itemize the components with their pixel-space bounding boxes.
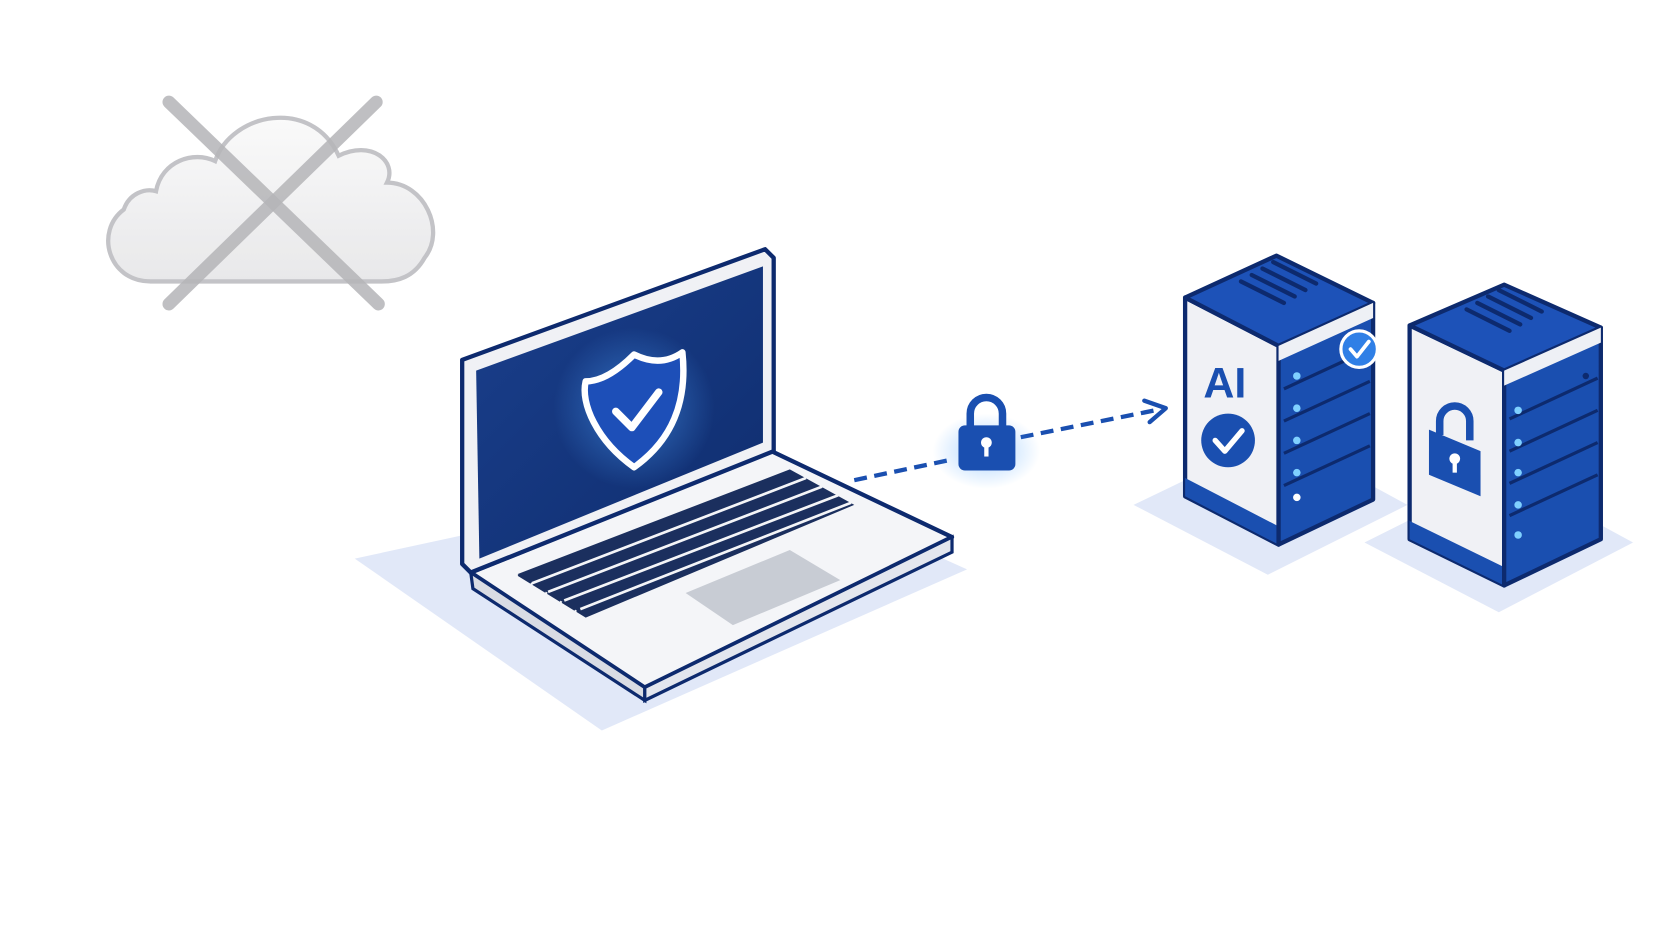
laptop	[354, 247, 968, 731]
shield-check-icon	[553, 327, 715, 489]
server-locked	[1364, 282, 1634, 613]
ai-label: AI	[1203, 359, 1246, 407]
checkmark-badge-icon	[1201, 413, 1255, 468]
padlock-icon	[1428, 402, 1481, 497]
touchpad	[685, 549, 841, 626]
padlock-icon	[932, 393, 1041, 489]
cloud-crossed-out-icon	[106, 95, 436, 311]
verified-badge-icon	[1339, 329, 1380, 369]
dashed-arrow-icon	[853, 398, 1168, 483]
server-ai: AI	[1133, 253, 1408, 575]
